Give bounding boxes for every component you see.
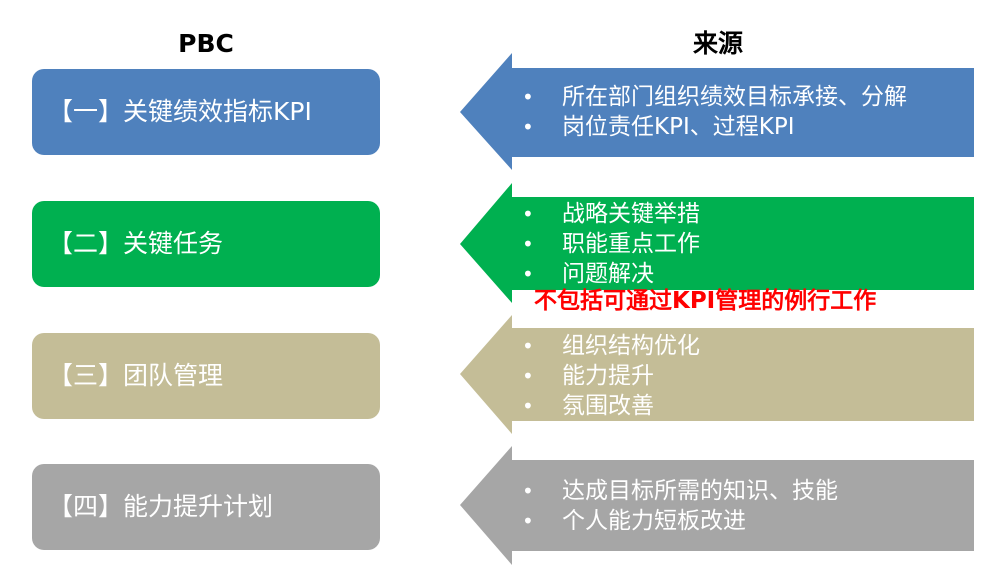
source-arrow-kpi	[460, 53, 974, 170]
bullet-icon: •	[522, 262, 534, 286]
bullet-icon: •	[522, 394, 534, 418]
list-item: • 氛围改善	[522, 391, 700, 421]
pbc-header: PBC	[178, 29, 234, 58]
source-list-team-management: • 组织结构优化 • 能力提升 • 氛围改善	[522, 331, 700, 421]
bullet-icon: •	[522, 479, 534, 503]
bullet-icon: •	[522, 85, 534, 109]
source-item-text: 问题解决	[562, 261, 654, 287]
bullet-icon: •	[522, 334, 534, 358]
bullet-icon: •	[522, 509, 534, 533]
list-item: • 达成目标所需的知识、技能	[522, 476, 838, 506]
pbc-item-key-tasks: 【二】关键任务	[32, 201, 380, 287]
list-item: • 岗位责任KPI、过程KPI	[522, 112, 907, 142]
source-item-text: 组织结构优化	[562, 333, 700, 359]
list-item: • 组织结构优化	[522, 331, 700, 361]
list-item: • 所在部门组织绩效目标承接、分解	[522, 82, 907, 112]
list-item: • 职能重点工作	[522, 229, 700, 259]
pbc-item-kpi: 【一】关键绩效指标KPI	[32, 69, 380, 155]
source-list-key-tasks: • 战略关键举措 • 职能重点工作 • 问题解决	[522, 199, 700, 289]
list-item: • 战略关键举措	[522, 199, 700, 229]
source-item-text: 个人能力短板改进	[562, 508, 746, 534]
pbc-item-capability-plan: 【四】能力提升计划	[32, 464, 380, 550]
key-tasks-note: 不包括可通过KPI管理的例行工作	[534, 288, 877, 314]
source-header: 来源	[692, 29, 743, 58]
source-arrow-capability-plan	[460, 446, 974, 565]
bullet-icon: •	[522, 232, 534, 256]
pbc-item-team-management: 【三】团队管理	[32, 333, 380, 419]
bullet-icon: •	[522, 115, 534, 139]
source-item-text: 岗位责任KPI、过程KPI	[562, 114, 795, 140]
source-list-capability-plan: • 达成目标所需的知识、技能 • 个人能力短板改进	[522, 476, 838, 536]
bullet-icon: •	[522, 202, 534, 226]
source-item-text: 达成目标所需的知识、技能	[562, 478, 838, 504]
source-item-text: 战略关键举措	[562, 201, 700, 227]
source-list-kpi: • 所在部门组织绩效目标承接、分解 • 岗位责任KPI、过程KPI	[522, 82, 907, 142]
list-item: • 问题解决	[522, 259, 700, 289]
list-item: • 能力提升	[522, 361, 700, 391]
source-item-text: 能力提升	[562, 363, 654, 389]
source-arrow-key-tasks	[460, 183, 974, 303]
source-item-text: 职能重点工作	[562, 231, 700, 257]
source-arrow-team-management	[460, 315, 974, 434]
source-item-text: 所在部门组织绩效目标承接、分解	[562, 84, 907, 110]
bullet-icon: •	[522, 364, 534, 388]
source-item-text: 氛围改善	[562, 393, 654, 419]
list-item: • 个人能力短板改进	[522, 506, 838, 536]
